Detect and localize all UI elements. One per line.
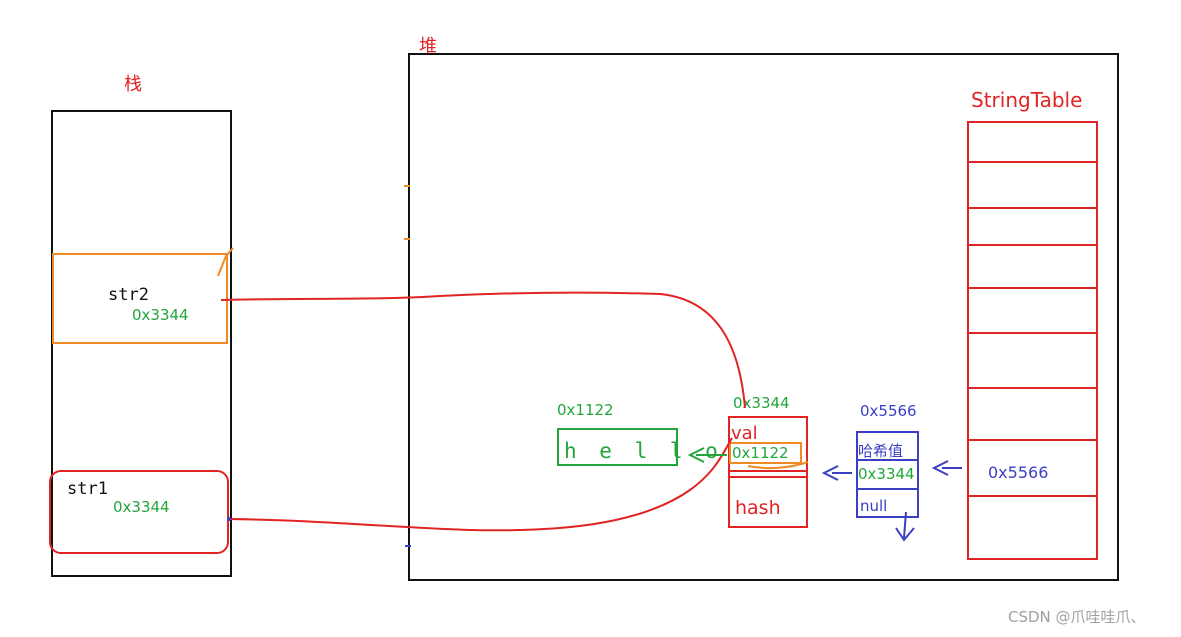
string-table xyxy=(967,121,1098,560)
str2-name: str2 xyxy=(108,285,149,305)
entry-divider-1 xyxy=(858,459,917,461)
heap-label: 堆 xyxy=(419,36,437,57)
string-obj-val-field xyxy=(729,442,802,464)
str2-pointer-line xyxy=(220,291,746,409)
str1-name: str1 xyxy=(67,479,108,499)
hello-address: 0x1122 xyxy=(557,401,614,419)
val-to-hello-arrow xyxy=(687,447,727,463)
str1-anchor-dot xyxy=(227,517,231,521)
string-table-row-divider xyxy=(969,244,1096,246)
string-obj-address: 0x3344 xyxy=(733,394,790,412)
entry-to-string-arrow xyxy=(821,465,852,481)
hello-char-array xyxy=(557,428,678,466)
string-obj-val-label: val xyxy=(731,423,758,444)
stack-label: 栈 xyxy=(124,74,142,95)
string-table-row-divider xyxy=(969,439,1096,441)
entry-next: null xyxy=(860,497,888,515)
string-table-row-divider xyxy=(969,332,1096,334)
str2-slot xyxy=(52,253,228,344)
entry-value: 0x3344 xyxy=(858,465,915,483)
str2-marker xyxy=(217,247,234,277)
str1-pointer-line xyxy=(228,437,733,532)
string-obj-val-value: 0x1122 xyxy=(732,444,789,462)
hello-chars: h e l l o xyxy=(564,439,723,463)
string-table-row-divider xyxy=(969,207,1096,209)
string-obj-hash-label: hash xyxy=(735,497,781,519)
entry-address: 0x5566 xyxy=(860,402,917,420)
entry-divider-2 xyxy=(858,488,917,490)
str1-slot xyxy=(49,470,229,554)
string-table-slot-value: 0x5566 xyxy=(988,463,1049,482)
string-table-row-divider xyxy=(969,161,1096,163)
string-table-row-divider xyxy=(969,387,1096,389)
string-obj-divider-1 xyxy=(730,470,806,472)
watermark: CSDN @爪哇哇爪、 xyxy=(1008,608,1146,626)
string-table-row-divider xyxy=(969,495,1096,497)
val-underline xyxy=(747,461,809,470)
string-obj-divider-2 xyxy=(730,476,806,478)
table-to-entry-arrow xyxy=(931,460,962,476)
null-down-arrow xyxy=(895,511,915,542)
string-object xyxy=(728,416,808,528)
string-table-row-divider xyxy=(969,287,1096,289)
str2-address: 0x3344 xyxy=(132,306,189,324)
hashtable-entry xyxy=(856,431,919,518)
entry-hash-label: 哈希值 xyxy=(858,442,904,460)
heap-frame xyxy=(408,53,1119,581)
string-table-title: StringTable xyxy=(971,88,1083,112)
str1-address: 0x3344 xyxy=(113,498,170,516)
